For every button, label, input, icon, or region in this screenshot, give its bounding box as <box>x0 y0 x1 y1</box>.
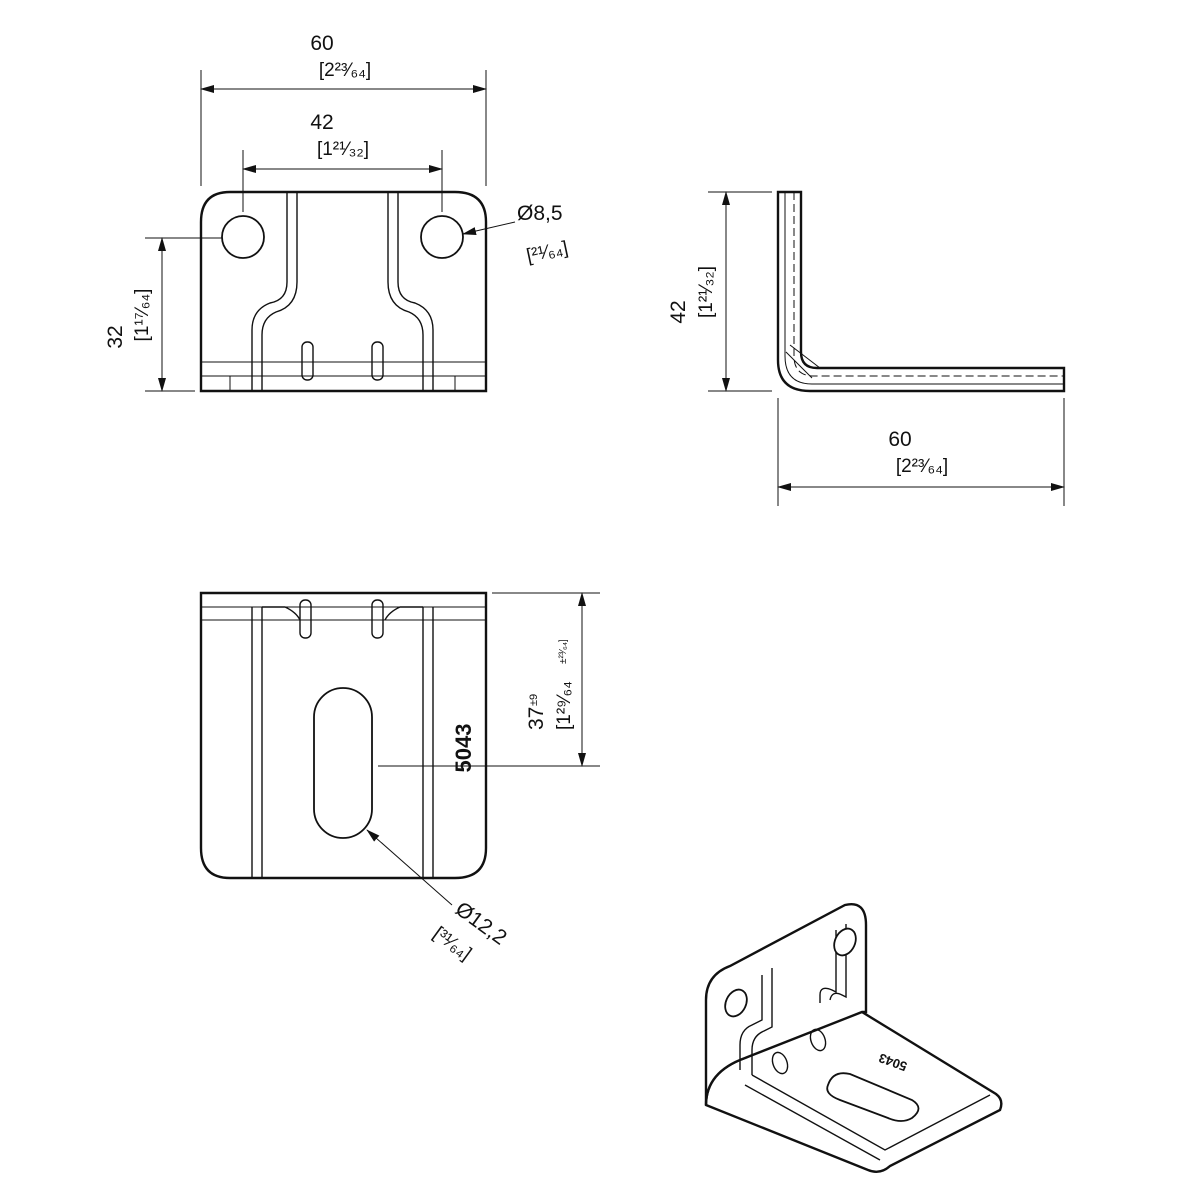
dim-slot-position-value: 37 <box>525 707 548 730</box>
dim-hole-height-value: 32 <box>104 325 127 348</box>
front-view-rib-right-inner <box>387 192 424 391</box>
top-view: 5043 37 ±9 [1²⁹⁄₆₄ ±²³⁄₆₄] Ø12,2 [³¹⁄₆₄] <box>199 591 600 965</box>
top-view-tab <box>371 599 384 639</box>
front-view-tab <box>301 341 314 381</box>
iso-hole-right <box>833 927 857 957</box>
dim-side-length-value: 60 <box>888 428 911 451</box>
iso-bend-line <box>744 1084 881 1161</box>
iso-tab <box>809 1028 827 1052</box>
front-view-rib <box>251 192 288 391</box>
front-view: 60 [2²³⁄₆₄] 42 [1²¹⁄₃₂] 32 [1¹⁷⁄₆₄] Ø8,5… <box>104 32 570 393</box>
top-view-slot <box>313 687 373 839</box>
dim-hole-diameter-value: Ø8,5 <box>517 202 563 225</box>
iso-rib-line <box>739 975 763 1070</box>
dim-slot-position-imperial-tolerance: ±²³⁄₆₄] <box>558 639 569 664</box>
side-view-profile <box>776 190 1066 393</box>
dim-slot-position-tolerance: ±9 <box>528 694 540 706</box>
dim-hole-height-imperial: [1¹⁷⁄₆₄] <box>132 289 153 342</box>
top-view-tab <box>299 599 312 639</box>
front-view-hole-left <box>221 215 265 259</box>
iso-tab <box>771 1051 789 1075</box>
front-view-rib-inner <box>261 192 298 391</box>
dim-hole-diameter-imperial: [²¹⁄₆₄] <box>525 238 570 267</box>
front-view-outline <box>199 190 488 393</box>
top-view-bend-right <box>384 606 423 621</box>
iso-hole-left <box>724 988 748 1018</box>
side-view-bend-line <box>785 351 813 379</box>
side-view-bend-line <box>789 344 821 369</box>
leader-slot-diameter <box>366 829 453 906</box>
dim-slot-position-imperial: [1²⁹⁄₆₄ <box>554 681 575 730</box>
side-view-inner-line <box>784 192 1064 385</box>
dim-side-height-value: 42 <box>667 300 690 323</box>
isometric-view: 5043 <box>704 903 1003 1173</box>
front-view-tab <box>371 341 384 381</box>
iso-slot <box>826 1072 920 1122</box>
dim-hole-spacing-value: 42 <box>310 111 333 134</box>
side-view-hidden-line <box>793 192 1064 377</box>
dim-width-value: 60 <box>310 32 333 55</box>
iso-rib-line <box>751 968 773 1075</box>
front-view-rib-right <box>397 192 434 391</box>
front-view-hole-right <box>420 215 464 259</box>
side-view: 42 [1²¹⁄₃₂] 60 [2²³⁄₆₄] <box>667 190 1066 506</box>
iso-rib-line <box>829 924 847 1001</box>
leader-hole-diameter <box>462 221 516 235</box>
dim-side-height-imperial: [1²¹⁄₃₂] <box>696 266 717 318</box>
top-view-bend-left <box>262 606 301 621</box>
iso-vertical-plate <box>704 903 868 1106</box>
iso-bend-line <box>751 1074 991 1151</box>
iso-rib-line <box>819 930 837 1003</box>
dim-width-imperial: [2²³⁄₆₄] <box>319 60 371 81</box>
dim-side-length-imperial: [2²³⁄₆₄] <box>896 456 948 477</box>
dim-hole-spacing-imperial: [1²¹⁄₃₂] <box>317 139 369 160</box>
part-number-label: 5043 <box>451 724 476 773</box>
dim-slot-diameter-imperial: [³¹⁄₆₄] <box>429 923 475 965</box>
